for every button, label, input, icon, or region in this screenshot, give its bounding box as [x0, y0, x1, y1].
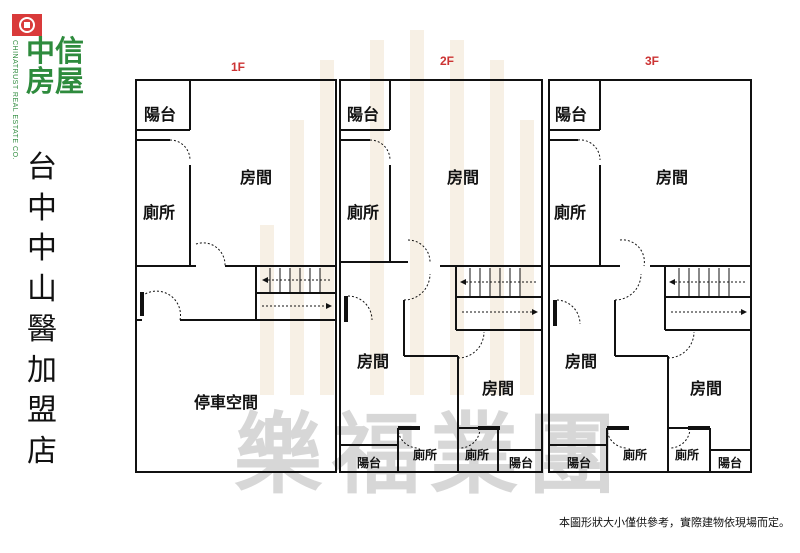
room-label-3f-room-top: 房間 [656, 168, 689, 187]
brand-name: 中信房屋 [26, 34, 85, 98]
room-label-2f-toilet-left: 廁所 [347, 203, 380, 222]
room-label-3f-balcony-bottom-left: 陽台 [567, 456, 592, 470]
room-label-2f-room-mid-right: 房間 [482, 379, 515, 398]
disclaimer-note: 本圖形狀大小僅供參考，實際建物依現場而定。 [559, 516, 790, 529]
room-label-2f-room-top: 房間 [447, 168, 480, 187]
room-label-1f-toilet: 廁所 [143, 203, 176, 222]
house-logo-icon [12, 14, 42, 36]
room-label-3f-toilet-left: 廁所 [554, 203, 587, 222]
floor-3f-outline [548, 79, 752, 473]
room-label-1f-balcony: 陽台 [144, 105, 177, 124]
room-label-1f-parking: 停車空間 [194, 393, 259, 412]
room-label-3f-balcony-top: 陽台 [555, 105, 588, 124]
floor-1f-outline [135, 79, 337, 473]
room-label-1f-room: 房間 [240, 168, 273, 187]
branch-name: 台中中山醫加盟店 [27, 150, 57, 469]
room-label-2f-balcony-bottom-left: 陽台 [357, 456, 382, 470]
room-label-3f-room-mid-left: 房間 [565, 352, 598, 371]
room-label-2f-toilet-bottom-2: 廁所 [465, 448, 490, 462]
room-label-2f-balcony-bottom-right: 陽台 [509, 456, 534, 470]
room-label-2f-balcony-top: 陽台 [347, 105, 380, 124]
brand-logo [12, 14, 92, 130]
floor-label-3f: 3F [645, 54, 660, 68]
room-label-3f-toilet-bottom-2: 廁所 [675, 448, 700, 462]
watermark-text: 樂福業團 [233, 403, 626, 506]
floor-label-2f: 2F [440, 54, 455, 68]
floor-2f-outline [339, 79, 543, 473]
brand-english-name: CHINATRUST REAL ESTATE CO. [11, 40, 18, 160]
floor-label-1f: 1F [231, 60, 246, 74]
room-label-3f-room-mid-right: 房間 [690, 379, 723, 398]
room-label-2f-room-mid-left: 房間 [357, 352, 390, 371]
room-label-3f-toilet-bottom-1: 廁所 [623, 448, 648, 462]
room-label-2f-toilet-bottom-1: 廁所 [413, 448, 438, 462]
room-label-3f-balcony-bottom-right: 陽台 [718, 456, 743, 470]
